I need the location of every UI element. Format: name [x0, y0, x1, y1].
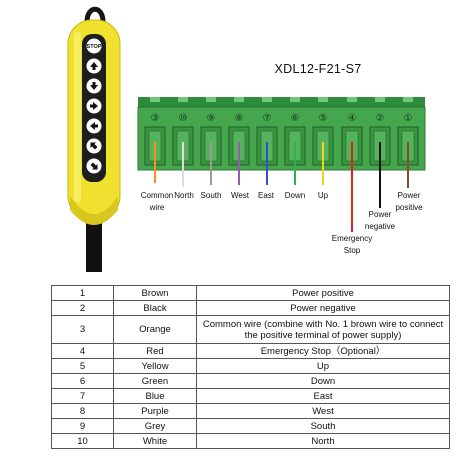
- terminal-number: ⑩: [179, 113, 188, 124]
- diagram-canvas: STOP ③ ⑩ ⑨ ⑧ ⑦ ⑥ ⑤ ④ ② ①: [67, 6, 426, 272]
- row-number: 6: [51, 373, 114, 389]
- wire-color: Black: [113, 300, 197, 316]
- top-notch: [262, 97, 272, 102]
- button-face: [86, 38, 102, 54]
- wire-function: Emergency Stop（Optional）: [196, 343, 450, 359]
- row-number: 4: [51, 343, 114, 359]
- arrow-left-icon: [90, 122, 98, 130]
- wire-label-3: South: [200, 191, 222, 200]
- top-notch: [150, 97, 160, 102]
- wire-label-6: Down: [284, 191, 306, 200]
- row-number: 5: [51, 358, 114, 374]
- wire-label-10: Power positive: [395, 191, 423, 213]
- wire-color: Yellow: [113, 358, 197, 374]
- wire-function: North: [196, 433, 450, 449]
- wire-label-5: East: [257, 191, 274, 200]
- top-notch: [375, 97, 385, 102]
- terminal-number: ⑤: [319, 113, 328, 124]
- pendant-cable: [86, 222, 102, 272]
- wire-color: Green: [113, 373, 197, 389]
- wire-label-2: North: [174, 191, 194, 200]
- row-number: 3: [51, 315, 114, 344]
- pendant-button-6: [86, 138, 102, 154]
- hanging-ring: [84, 6, 106, 23]
- model-title: XDL12-F21-S7: [274, 62, 362, 76]
- arrow-up-left-icon: [90, 142, 98, 150]
- wire-color: Purple: [113, 403, 197, 419]
- terminal-number: ⑨: [207, 113, 216, 124]
- stop-label: STOP: [87, 44, 102, 50]
- terminal-number: ②: [376, 113, 385, 124]
- wire-label-4: West: [230, 191, 250, 200]
- wire-function: Up: [196, 358, 450, 374]
- arrow-down-right-icon: [90, 162, 98, 170]
- pendant-button-1: STOP: [86, 38, 102, 54]
- wire-color: Brown: [113, 285, 197, 301]
- wire-label-1: Common wire: [140, 191, 174, 213]
- arrow-down-icon: [90, 82, 98, 90]
- wire-function: Down: [196, 373, 450, 389]
- terminal-block: ③ ⑩ ⑨ ⑧ ⑦ ⑥ ⑤ ④ ② ①: [137, 97, 426, 171]
- top-notch: [206, 97, 216, 102]
- arrow-right-icon: [90, 102, 98, 110]
- pendant-highlight: [74, 32, 81, 202]
- terminal-number: ④: [348, 113, 357, 124]
- terminal-number: ⑥: [291, 113, 300, 124]
- wire-label-7: Up: [317, 191, 329, 200]
- top-notch: [403, 97, 413, 102]
- wiring-diagram: STOP ③ ⑩ ⑨ ⑧ ⑦ ⑥ ⑤ ④ ② ① XDL12-F21-S7 Common wire…: [67, 6, 426, 272]
- row-number: 1: [51, 285, 114, 301]
- row-number: 2: [51, 300, 114, 316]
- wire-label-8: Emergency Stop: [331, 234, 373, 256]
- pendant-base: [70, 196, 118, 225]
- row-number: 10: [51, 433, 114, 449]
- row-number: 7: [51, 388, 114, 404]
- wire-function: Power positive: [196, 285, 450, 301]
- wire-color: Grey: [113, 418, 197, 434]
- pendant-button-2: [86, 58, 102, 74]
- top-notch: [318, 97, 328, 102]
- terminal-number: ①: [404, 113, 413, 124]
- wire-color: White: [113, 433, 197, 449]
- wire-color: Orange: [113, 315, 197, 344]
- top-notch: [290, 97, 300, 102]
- pendant-button-4: [86, 98, 102, 114]
- row-number: 9: [51, 418, 114, 434]
- wire-function: West: [196, 403, 450, 419]
- terminal-number: ③: [151, 113, 160, 124]
- wire-color: Blue: [113, 388, 197, 404]
- pendant-button-7: [86, 158, 102, 174]
- wire-function: Power negative: [196, 300, 450, 316]
- top-notch: [178, 97, 188, 102]
- wire-function: East: [196, 388, 450, 404]
- row-number: 8: [51, 403, 114, 419]
- terminal-number: ⑧: [235, 113, 244, 124]
- terminal-block-top: [138, 97, 425, 107]
- wire-function: Common wire (combine with No. 1 brown wi…: [196, 315, 450, 344]
- top-notch: [347, 97, 357, 102]
- wire-color: Red: [113, 343, 197, 359]
- pendant-button-3: [86, 78, 102, 94]
- arrow-up-icon: [90, 62, 98, 70]
- pendant-button-5: [86, 118, 102, 134]
- top-notch: [234, 97, 244, 102]
- wire-function: South: [196, 418, 450, 434]
- wire-label-9: Power negative: [364, 210, 396, 232]
- terminal-number: ⑦: [263, 113, 272, 124]
